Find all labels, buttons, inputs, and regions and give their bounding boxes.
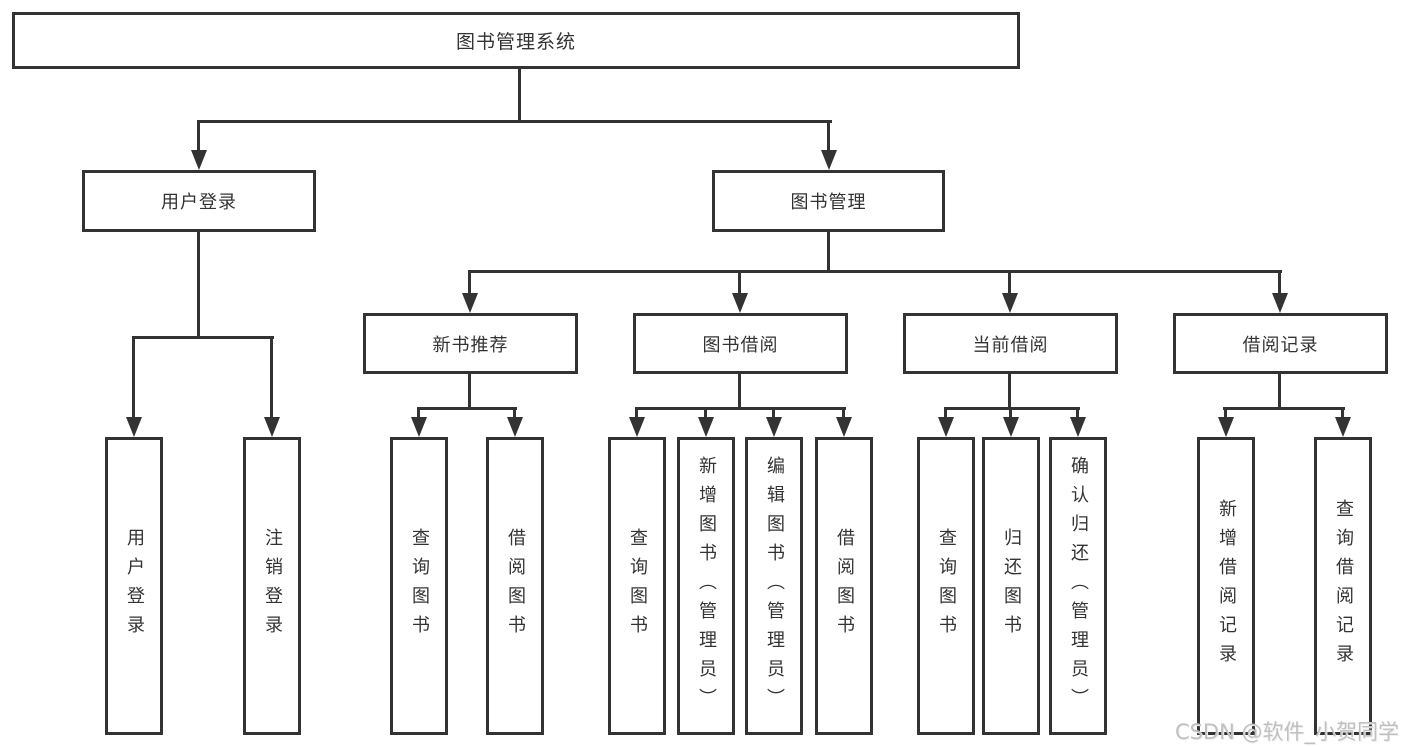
arrow-down-icon <box>1218 417 1234 437</box>
arrow-down-icon <box>698 417 714 437</box>
leaf-user-login: 用户登录 <box>105 437 163 735</box>
connector-line <box>468 270 1282 273</box>
connector-line <box>1009 407 1012 421</box>
arrow-down-icon <box>191 150 207 170</box>
connector-line <box>1008 374 1011 409</box>
connector-line <box>772 407 775 421</box>
arrow-down-icon <box>1070 417 1086 437</box>
arrow-down-icon <box>821 150 837 170</box>
node-new-book-recommend: 新书推荐 <box>363 313 578 374</box>
leaf-label: 用户登录 <box>124 528 145 644</box>
leaf-borrow-books: 借阅图书 <box>815 437 873 735</box>
arrow-down-icon <box>411 417 427 437</box>
connector-line <box>468 374 471 409</box>
arrow-down-icon <box>732 293 748 313</box>
leaf-label: 查询借阅记录 <box>1333 499 1354 673</box>
connector-line <box>270 336 273 421</box>
connector-line <box>944 407 1080 410</box>
leaf-query-books: 查询图书 <box>390 437 448 735</box>
leaf-label: 查询图书 <box>409 528 430 644</box>
leaf-logout: 注销登录 <box>243 437 301 735</box>
connector-line <box>197 120 832 123</box>
connector-line <box>518 68 521 123</box>
leaf-label: 借阅图书 <box>505 528 526 644</box>
leaf-confirm-return-admin: 确认归还（管理员） <box>1049 437 1107 735</box>
connector-line <box>417 407 517 410</box>
connector-line <box>132 336 135 421</box>
arrow-down-icon <box>766 417 782 437</box>
node-user-login: 用户登录 <box>82 170 316 232</box>
arrow-down-icon <box>1002 293 1018 313</box>
connector-line <box>417 407 420 421</box>
node-current-borrowing: 当前借阅 <box>903 313 1118 374</box>
connector-line <box>1224 407 1227 421</box>
leaf-label: 注销登录 <box>262 528 283 644</box>
connector-line <box>132 336 274 339</box>
leaf-add-borrow-record: 新增借阅记录 <box>1197 437 1255 735</box>
leaf-label: 归还图书 <box>1001 528 1022 644</box>
arrow-down-icon <box>264 417 280 437</box>
connector-line <box>1008 270 1011 297</box>
leaf-edit-books-admin: 编辑图书（管理员） <box>745 437 803 735</box>
arrow-down-icon <box>126 417 142 437</box>
leaf-label: 借阅图书 <box>834 528 855 644</box>
leaf-query-books: 查询图书 <box>917 437 975 735</box>
csdn-watermark: CSDN @软件_小贺同学 <box>1174 720 1399 744</box>
connector-line <box>1223 407 1345 410</box>
connector-line <box>197 232 200 336</box>
arrow-down-icon <box>836 417 852 437</box>
connector-line <box>738 270 741 297</box>
connector-line <box>1076 407 1079 421</box>
node-library-system: 图书管理系统 <box>12 12 1020 69</box>
connector-line <box>827 232 830 272</box>
leaf-add-books-admin: 新增图书（管理员） <box>677 437 735 735</box>
connector-line <box>635 407 638 421</box>
leaf-label: 确认归还（管理员） <box>1068 455 1089 717</box>
node-book-borrowing: 图书借阅 <box>633 313 848 374</box>
connector-line <box>1278 270 1281 297</box>
connector-line <box>1278 374 1281 409</box>
arrow-down-icon <box>1003 417 1019 437</box>
leaf-borrow-books: 借阅图书 <box>486 437 544 735</box>
arrow-down-icon <box>1272 293 1288 313</box>
leaf-query-borrow-record: 查询借阅记录 <box>1314 437 1372 735</box>
connector-line <box>842 407 845 421</box>
arrow-down-icon <box>507 417 523 437</box>
leaf-label: 新增图书（管理员） <box>696 455 717 717</box>
arrow-down-icon <box>938 417 954 437</box>
connector-line <box>197 120 200 153</box>
arrow-down-icon <box>462 293 478 313</box>
leaf-label: 查询图书 <box>627 528 648 644</box>
connector-line <box>944 407 947 421</box>
connector-line <box>1341 407 1344 421</box>
leaf-label: 查询图书 <box>936 528 957 644</box>
connector-line <box>635 407 846 410</box>
arrow-down-icon <box>1335 417 1351 437</box>
connector-line <box>513 407 516 421</box>
connector-line <box>704 407 707 421</box>
leaf-return-books: 归还图书 <box>982 437 1040 735</box>
arrow-down-icon <box>629 417 645 437</box>
connector-line <box>827 120 830 153</box>
node-borrow-records: 借阅记录 <box>1173 313 1388 374</box>
connector-line <box>738 374 741 409</box>
node-book-management: 图书管理 <box>712 170 945 232</box>
leaf-label: 编辑图书（管理员） <box>764 455 785 717</box>
leaf-label: 新增借阅记录 <box>1216 499 1237 673</box>
connector-line <box>468 270 471 297</box>
leaf-query-books: 查询图书 <box>608 437 666 735</box>
